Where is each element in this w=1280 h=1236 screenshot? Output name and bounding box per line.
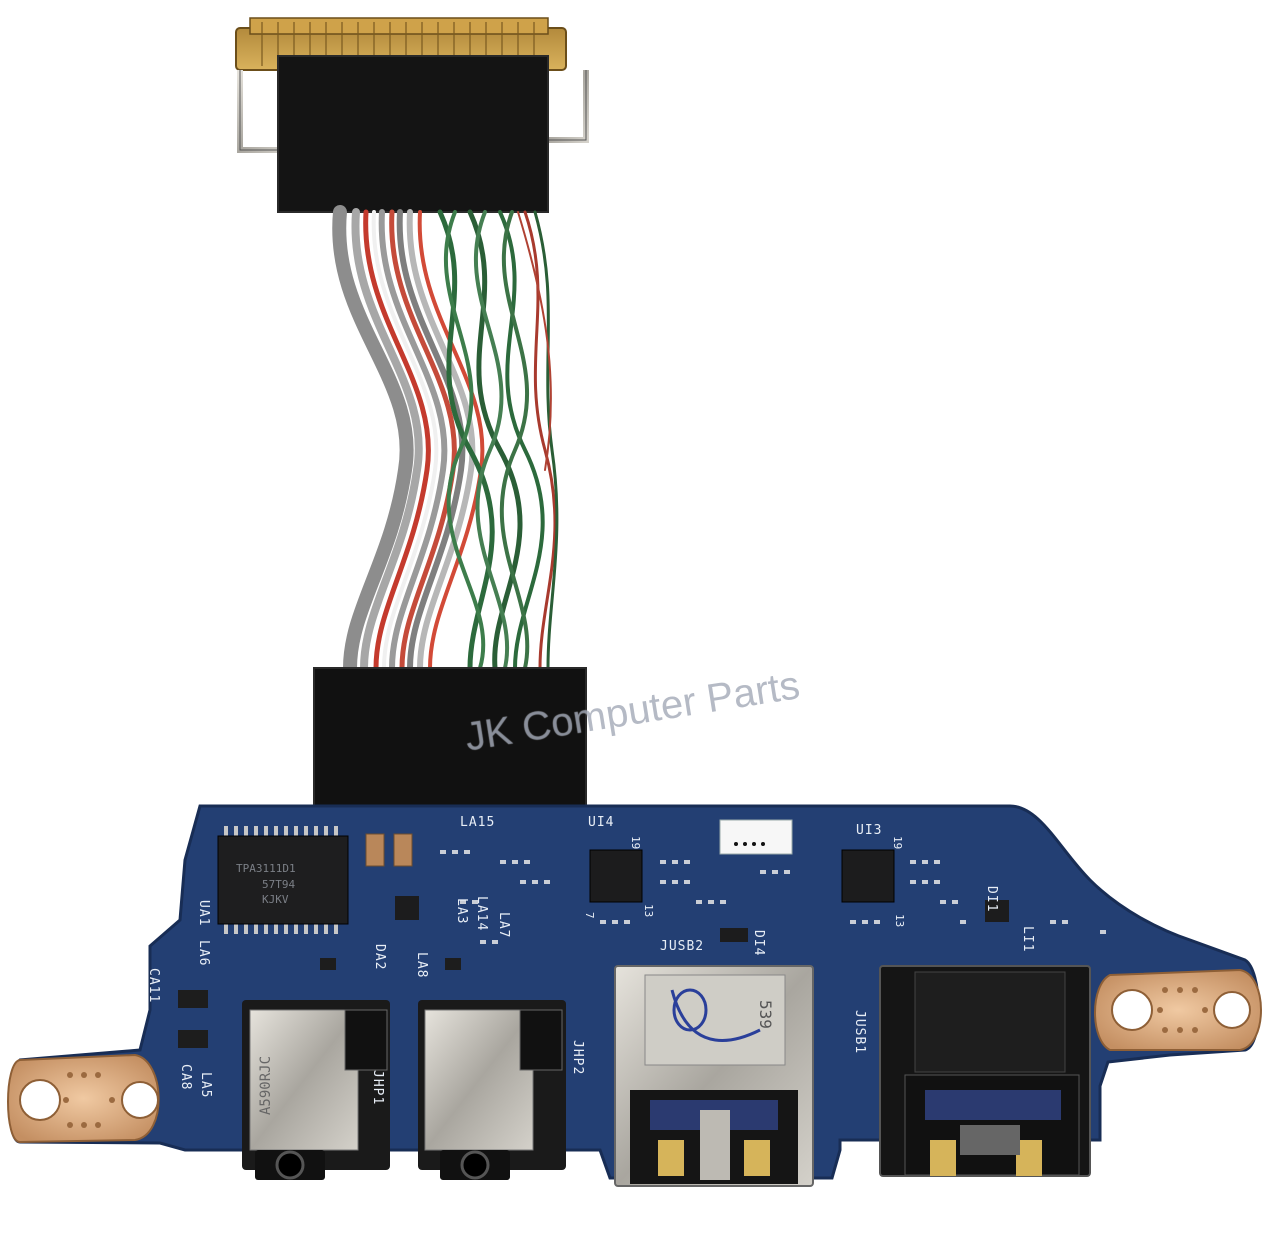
label-da2: DA2 bbox=[372, 944, 387, 970]
label-jusb1: JUSB1 bbox=[852, 1010, 867, 1054]
left-mount-pad bbox=[7, 1053, 160, 1144]
pin-7-ui4: 7 bbox=[583, 912, 596, 919]
bottom-tape bbox=[314, 668, 586, 806]
ribbon-cable bbox=[332, 205, 559, 675]
chip-marking-1: TPA3111D1 bbox=[236, 862, 296, 875]
usb-controller-ui4 bbox=[589, 849, 643, 903]
label-ca11: CA11 bbox=[146, 968, 161, 1003]
usb-controller-ui3 bbox=[841, 849, 895, 903]
usb-port-jusb2: 539 bbox=[614, 965, 814, 1187]
label-la5: LA5 bbox=[198, 1072, 213, 1098]
label-jusb2: JUSB2 bbox=[660, 939, 704, 954]
label-la6: LA6 bbox=[196, 940, 211, 966]
label-ui3: UI3 bbox=[856, 823, 882, 838]
label-jhp1: JHP1 bbox=[370, 1070, 385, 1105]
audio-jack-jhp2 bbox=[418, 1000, 566, 1180]
usb-port-jusb1 bbox=[879, 965, 1091, 1177]
label-la7: LA7 bbox=[496, 912, 511, 938]
pin-19-ui3: 19 bbox=[891, 836, 904, 849]
pin-13-ui4: 13 bbox=[642, 904, 655, 917]
label-la3: LA3 bbox=[454, 898, 469, 924]
audio-jack-jhp1: A590RJC bbox=[242, 1000, 390, 1180]
label-ca8: CA8 bbox=[178, 1064, 193, 1090]
label-la15: LA15 bbox=[460, 815, 495, 830]
chip-marking-2: 57T94 bbox=[262, 878, 295, 891]
label-ua1: UA1 bbox=[196, 900, 211, 926]
label-la8: LA8 bbox=[414, 952, 429, 978]
usb-marker: 539 bbox=[756, 1000, 775, 1029]
label-la14: LA14 bbox=[474, 896, 489, 931]
top-tape bbox=[278, 56, 548, 212]
label-di1: DI1 bbox=[984, 886, 999, 912]
label-li1: LI1 bbox=[1020, 926, 1035, 952]
chip-marking-3: KJKV bbox=[262, 893, 289, 906]
label-jhp2: JHP2 bbox=[570, 1040, 585, 1075]
amplifier-chip: TPA3111D1 57T94 KJKV bbox=[217, 826, 349, 934]
label-ui4: UI4 bbox=[588, 815, 614, 830]
label-di4: DI4 bbox=[751, 930, 766, 956]
jack-marking: A590RJC bbox=[258, 1056, 274, 1115]
right-mount-pad bbox=[1094, 968, 1262, 1051]
pin-13-ui3: 13 bbox=[893, 914, 906, 927]
pin-19-ui4: 19 bbox=[629, 836, 642, 849]
